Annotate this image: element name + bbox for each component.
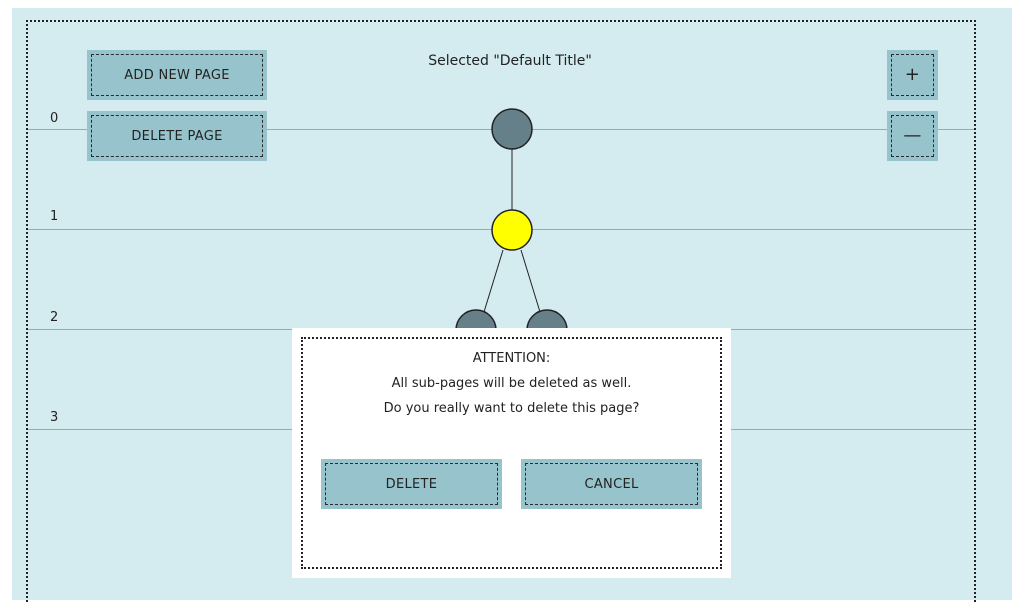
add-new-page-button[interactable]: ADD NEW PAGE (87, 50, 267, 100)
zoom-out-button[interactable]: — (887, 111, 938, 161)
level-label-1: 1 (50, 209, 59, 224)
level-label-3: 3 (50, 410, 59, 425)
tree-edge (483, 249, 504, 313)
dialog-cancel-button[interactable]: CANCEL (521, 459, 702, 509)
dialog-heading: ATTENTION: (472, 351, 551, 366)
level-label-2: 2 (50, 310, 59, 325)
dialog-delete-button[interactable]: DELETE (321, 459, 502, 509)
page-title: Selected "Default Title" (428, 53, 592, 69)
level-label-0: 0 (50, 111, 59, 126)
delete-confirm-dialog: ATTENTION: All sub-pages will be deleted… (292, 328, 731, 578)
add-new-page-label: ADD NEW PAGE (91, 54, 263, 96)
tree-node-root[interactable] (491, 108, 533, 150)
delete-page-label: DELETE PAGE (91, 115, 263, 157)
minus-icon: — (891, 115, 934, 157)
dialog-delete-label: DELETE (325, 463, 498, 505)
delete-page-button[interactable]: DELETE PAGE (87, 111, 267, 161)
dialog-cancel-label: CANCEL (525, 463, 698, 505)
dialog-frame: ATTENTION: All sub-pages will be deleted… (301, 337, 722, 569)
tree-frame (26, 20, 976, 602)
zoom-in-button[interactable]: + (887, 50, 938, 100)
plus-icon: + (891, 54, 934, 96)
tree-node-selected[interactable] (491, 209, 533, 251)
dialog-message-line2: Do you really want to delete this page? (383, 401, 640, 416)
dialog-message-line1: All sub-pages will be deleted as well. (391, 376, 632, 391)
tree-edge (520, 249, 541, 313)
